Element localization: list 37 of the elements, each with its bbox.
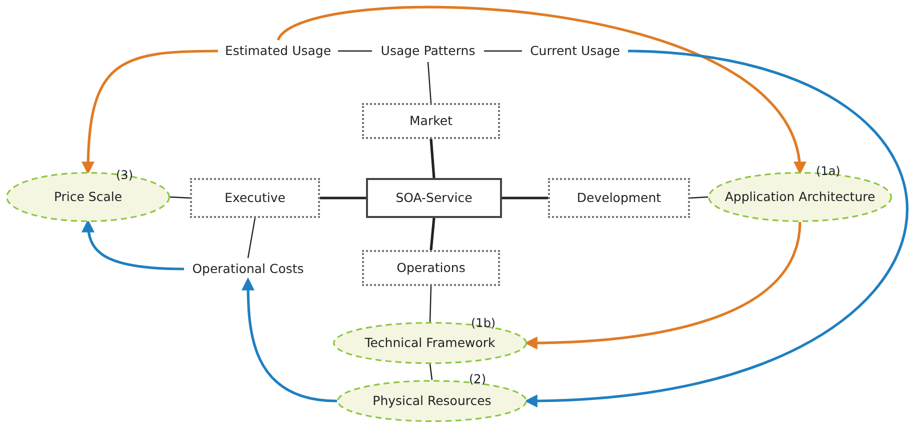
step-number: (3) — [116, 167, 133, 184]
dotted-box — [548, 178, 690, 218]
node-label: Application Architecture — [724, 188, 876, 206]
connector-line — [429, 364, 433, 380]
connector-line — [170, 196, 190, 199]
connector-line — [247, 218, 256, 258]
node-label: Price Scale — [54, 188, 122, 206]
dotted-box — [362, 250, 500, 286]
node-label: Executive — [224, 188, 286, 207]
dotted-box — [362, 103, 500, 139]
node-label: Operational Costs — [192, 260, 304, 278]
node-label: Estimated Usage — [224, 42, 332, 60]
step-number: (2) — [469, 371, 486, 388]
curved-arrow — [524, 50, 907, 407]
step-number: (1b) — [471, 315, 496, 332]
connector-line — [430, 138, 436, 178]
step-number: (1a) — [816, 163, 840, 180]
service-box — [366, 178, 502, 218]
connector-line — [338, 50, 372, 52]
connector-line — [429, 286, 432, 322]
connector-line — [502, 196, 548, 200]
connector-line — [690, 196, 708, 199]
node-label: Technical Framework — [364, 334, 496, 352]
node-label: Operations — [396, 258, 466, 277]
node-label: Market — [410, 112, 452, 130]
connector-line — [430, 218, 436, 250]
node-label: Development — [576, 188, 662, 207]
curved-arrow — [524, 222, 802, 350]
connector-line — [427, 62, 432, 104]
node-label: Current Usage — [530, 42, 620, 60]
connector-line — [484, 50, 522, 52]
connector-line — [320, 196, 366, 200]
dotted-box — [190, 178, 320, 218]
node-label: Usage Patterns — [380, 42, 476, 60]
node-label: Physical Resources — [372, 392, 492, 410]
curved-arrow — [242, 277, 338, 402]
node-label: SOA-Service — [396, 188, 472, 207]
